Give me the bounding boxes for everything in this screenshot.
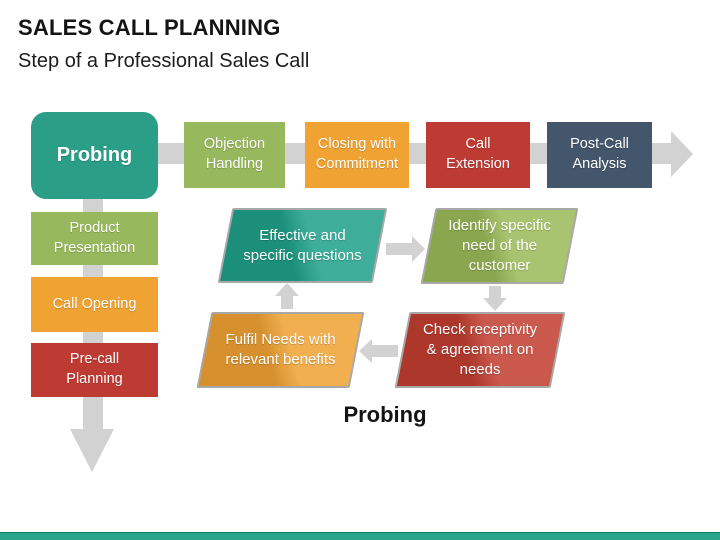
node-label: Fulfil Needs with relevant benefits bbox=[225, 331, 336, 368]
page-title: SALES CALL PLANNING bbox=[18, 15, 281, 40]
node-probing: Probing bbox=[31, 112, 158, 199]
node-label: Objection Handling bbox=[203, 136, 266, 172]
node-product-presentation: Product Presentation bbox=[31, 212, 158, 265]
cycle-node-effective-questions: Effective and specific questions bbox=[217, 208, 388, 283]
node-label: Probing bbox=[56, 144, 133, 166]
cycle-node-fulfil-needs: Fulfil Needs with relevant benefits bbox=[196, 312, 365, 388]
node-label: Post-Call Analysis bbox=[570, 136, 629, 172]
main-flow-arrowhead-icon bbox=[671, 131, 693, 177]
node-pre-call-planning: Pre-call Planning bbox=[31, 343, 158, 397]
footer-bar bbox=[0, 532, 720, 540]
node-label: Check receptivity & agreement on needs bbox=[422, 321, 538, 378]
node-call-extension: Call Extension bbox=[426, 122, 530, 188]
cycle-caption: Probing bbox=[343, 402, 427, 427]
node-label: Effective and specific questions bbox=[243, 226, 362, 264]
node-label: Pre-call Planning bbox=[66, 351, 123, 387]
node-closing-with-commitment: Closing with Commitment bbox=[305, 122, 409, 188]
node-label: Identify specific need of the customer bbox=[448, 217, 551, 274]
node-label: Closing with Commitment bbox=[315, 136, 399, 172]
page-subtitle: Step of a Professional Sales Call bbox=[18, 50, 310, 72]
node-objection-handling: Objection Handling bbox=[184, 122, 285, 188]
node-label: Call Extension bbox=[446, 136, 510, 172]
node-post-call-analysis: Post-Call Analysis bbox=[547, 122, 652, 188]
sub-flow-arrowhead-icon bbox=[70, 429, 114, 472]
cycle-node-check-receptivity: Check receptivity & agreement on needs bbox=[394, 312, 566, 388]
node-call-opening: Call Opening bbox=[31, 277, 158, 332]
node-label: Product Presentation bbox=[53, 219, 136, 256]
cycle-node-identify-need: Identify specific need of the customer bbox=[420, 208, 579, 284]
node-label: Call Opening bbox=[52, 295, 137, 312]
